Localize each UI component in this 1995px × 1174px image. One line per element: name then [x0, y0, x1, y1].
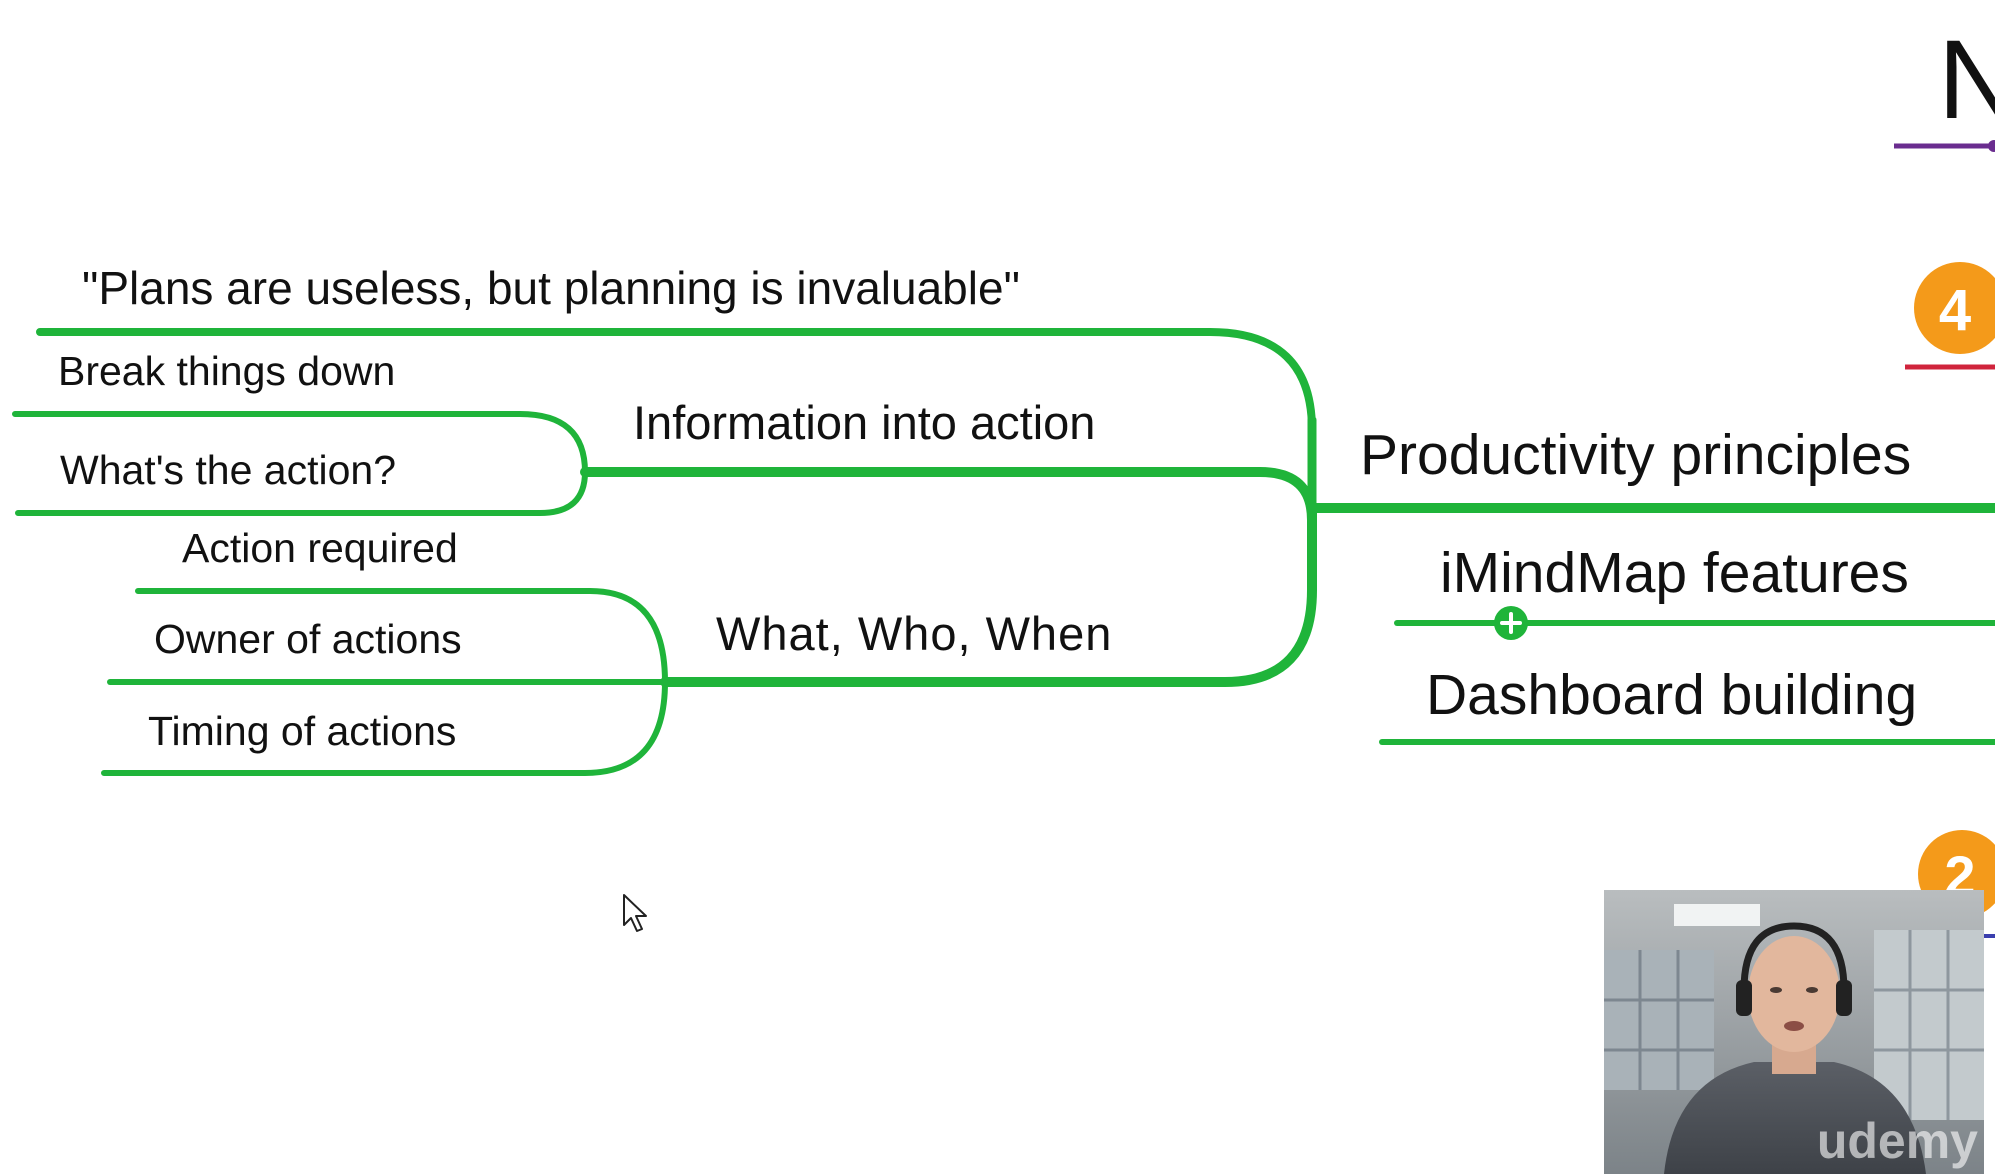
- edge-partial-letter: N: [1938, 17, 1995, 142]
- topic-label-dashboard-building[interactable]: Dashboard building: [1426, 663, 1917, 727]
- plus-circle-icon[interactable]: [1494, 606, 1528, 640]
- branch-what-who-when[interactable]: [660, 503, 1317, 687]
- child-label-break-things-down[interactable]: Break things down: [58, 348, 395, 394]
- branch-label-information-into-action[interactable]: Information into action: [633, 396, 1095, 449]
- udemy-watermark: udemy: [1816, 1113, 1978, 1169]
- child-label-owner-of-actions[interactable]: Owner of actions: [154, 616, 462, 662]
- branch-break-things-down[interactable]: [12, 411, 588, 475]
- topic-label-imindmap-features[interactable]: iMindMap features: [1440, 541, 1909, 605]
- webcam-image: [1604, 890, 1984, 1174]
- branch-label-what-who-when[interactable]: What, Who, When: [716, 607, 1112, 660]
- quote-label[interactable]: "Plans are useless, but planning is inva…: [82, 262, 1020, 314]
- child-label-timing-of-actions[interactable]: Timing of actions: [148, 708, 456, 754]
- topic-label-productivity-principles[interactable]: Productivity principles: [1360, 423, 1911, 487]
- branch-whats-the-action[interactable]: [15, 469, 588, 516]
- badge-4-label: 4: [1939, 278, 1971, 343]
- child-label-action-required[interactable]: Action required: [182, 525, 458, 571]
- badge-4[interactable]: 4: [1914, 262, 1995, 354]
- accent-node-purple: [1988, 140, 1995, 152]
- branch-timing-of-actions[interactable]: [101, 679, 668, 776]
- branch-information-into-action[interactable]: [580, 467, 1317, 525]
- mouse-cursor-icon: [623, 894, 647, 932]
- child-label-whats-the-action[interactable]: What's the action?: [60, 447, 396, 493]
- webcam-overlay: udemy: [1604, 890, 1984, 1174]
- branch-action-required[interactable]: [135, 588, 668, 685]
- branch-quote[interactable]: [36, 328, 1316, 434]
